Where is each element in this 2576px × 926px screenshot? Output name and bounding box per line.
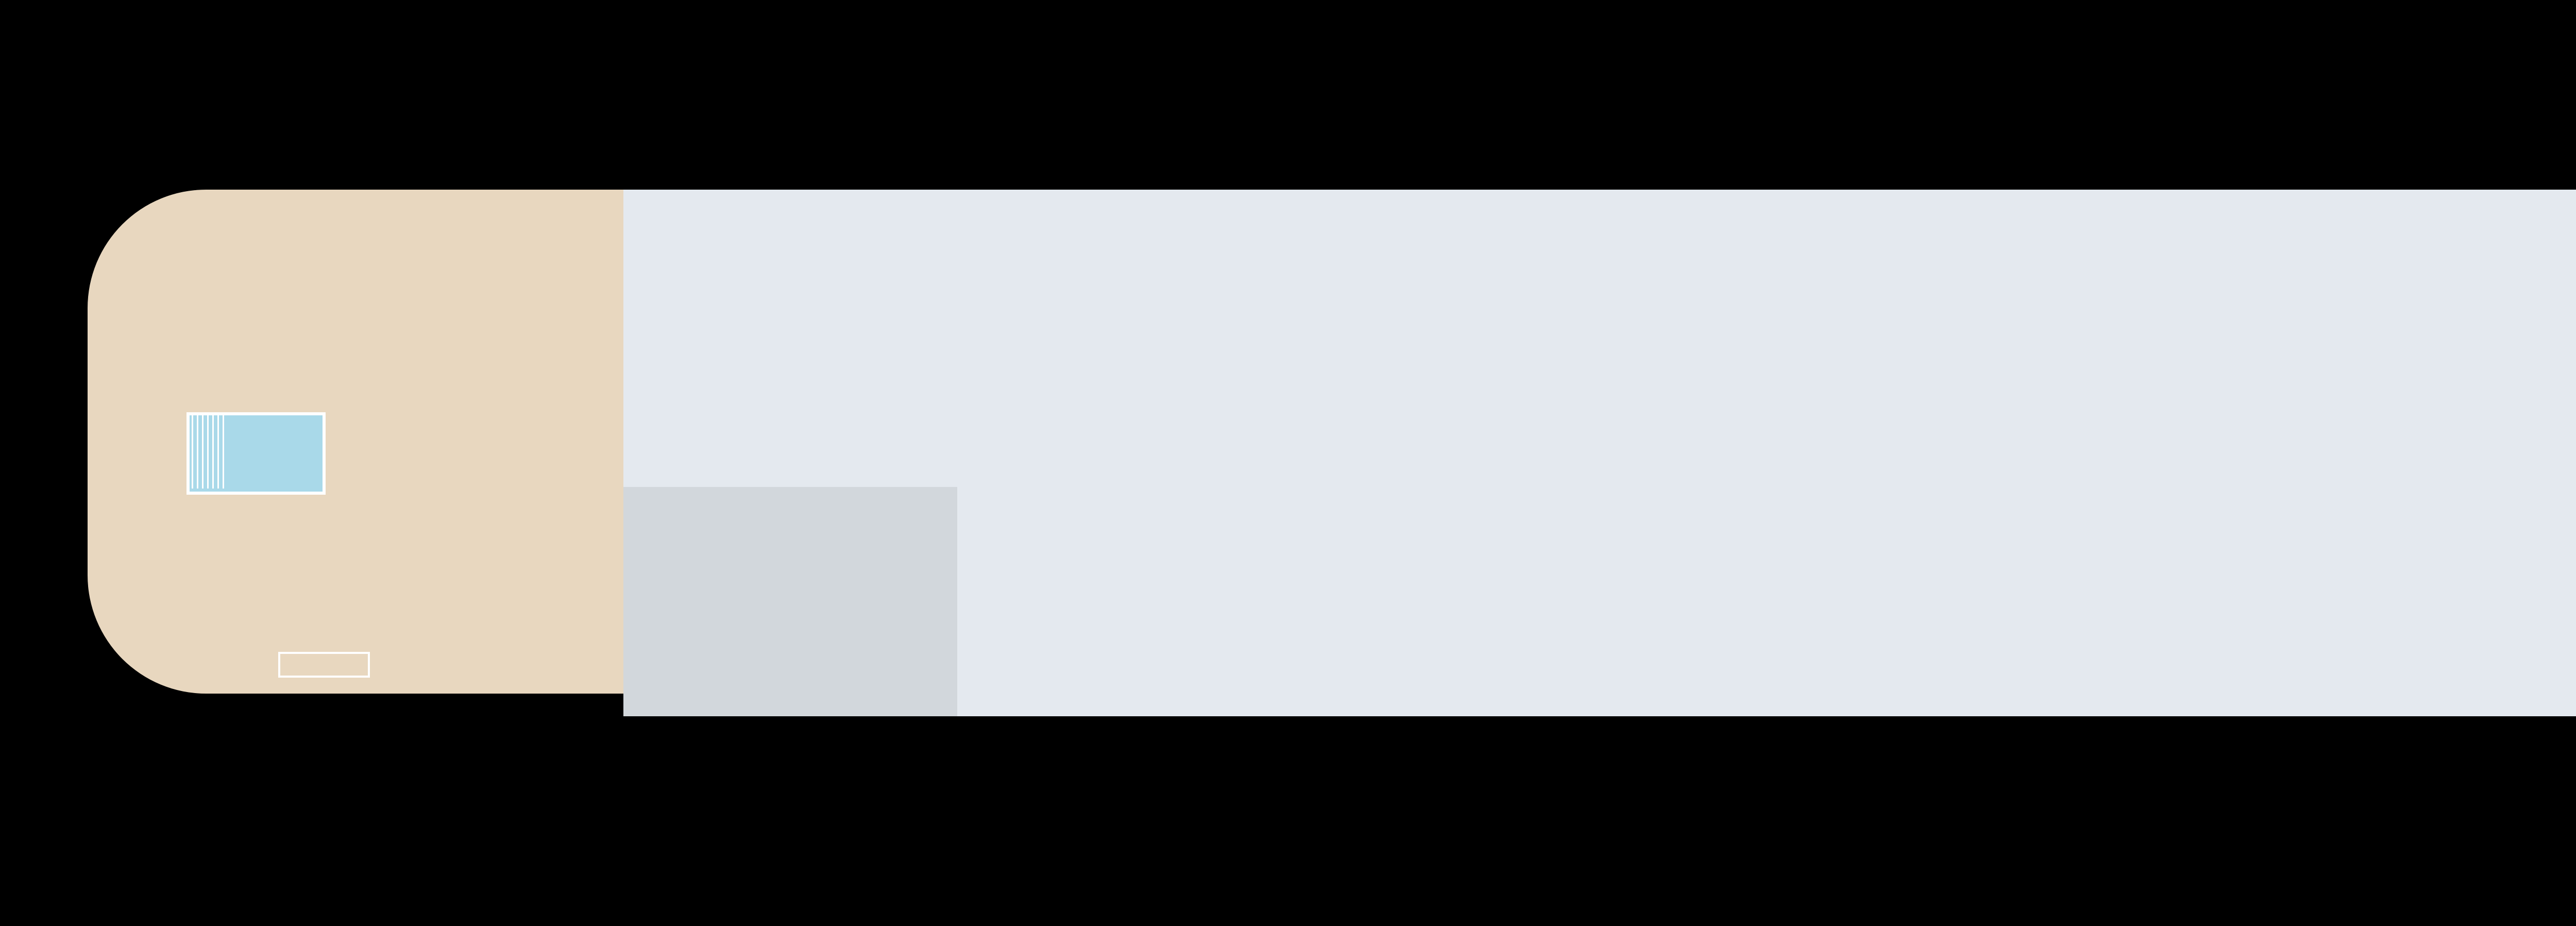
fitness-centre-area [623, 487, 957, 716]
pool-lap-lanes [187, 412, 228, 489]
pool-deck-area [88, 190, 654, 694]
bar-counter [278, 652, 370, 678]
